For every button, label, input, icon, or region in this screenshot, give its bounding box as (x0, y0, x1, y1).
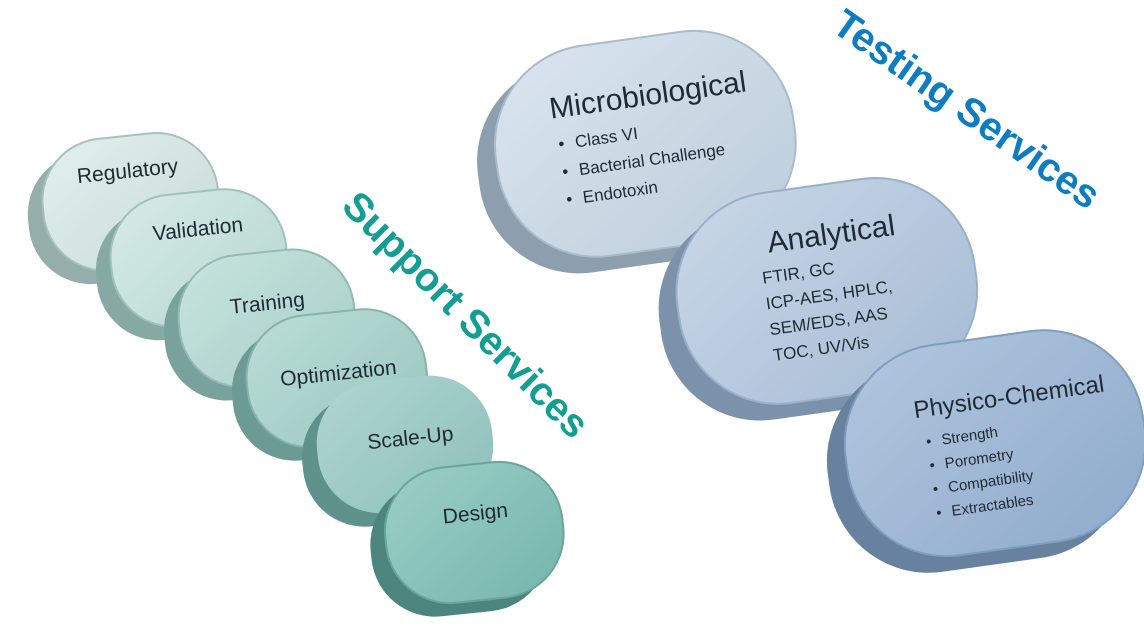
bullet-glyph: • (925, 433, 933, 451)
testing-card-microbiological: Microbiological • Class VI • Bacterial C… (477, 29, 797, 274)
bullet-glyph: • (565, 190, 574, 210)
card-face (675, 177, 979, 405)
card-face (493, 29, 797, 258)
bullet-glyph: • (557, 134, 566, 154)
bullet-glyph: • (932, 481, 940, 499)
bullet-glyph: • (561, 162, 570, 182)
pill-face (384, 460, 565, 605)
support-pill-design: Design (370, 460, 565, 617)
testing-card-physico-chemical: Physico-Chemical • Strength • Porometry … (826, 329, 1144, 573)
bullet-glyph: • (935, 504, 943, 522)
bullet-glyph: • (928, 457, 936, 475)
